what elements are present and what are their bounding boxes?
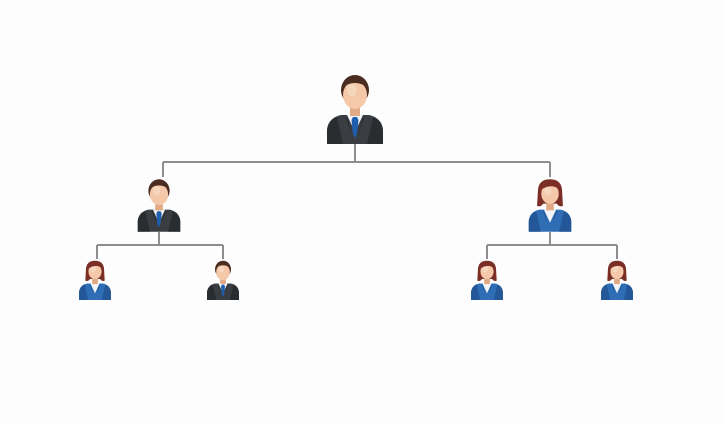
female-person-icon [527, 177, 573, 232]
person-node-manager-left[interactable] [136, 177, 182, 232]
connector-lines [96, 143, 618, 259]
male-person-icon [206, 259, 240, 300]
person-node-ceo[interactable] [325, 72, 385, 144]
person-node-staff-left-2[interactable] [206, 259, 240, 301]
person-node-staff-left-1[interactable] [78, 259, 112, 301]
male-person-icon [136, 177, 182, 232]
people-nodes [78, 72, 634, 301]
male-person-icon [325, 72, 385, 144]
female-person-icon [470, 259, 504, 300]
female-person-icon [600, 259, 634, 300]
person-node-staff-right-1[interactable] [470, 259, 504, 301]
person-node-staff-right-2[interactable] [600, 259, 634, 301]
person-node-manager-right[interactable] [527, 177, 573, 232]
female-person-icon [78, 259, 112, 300]
